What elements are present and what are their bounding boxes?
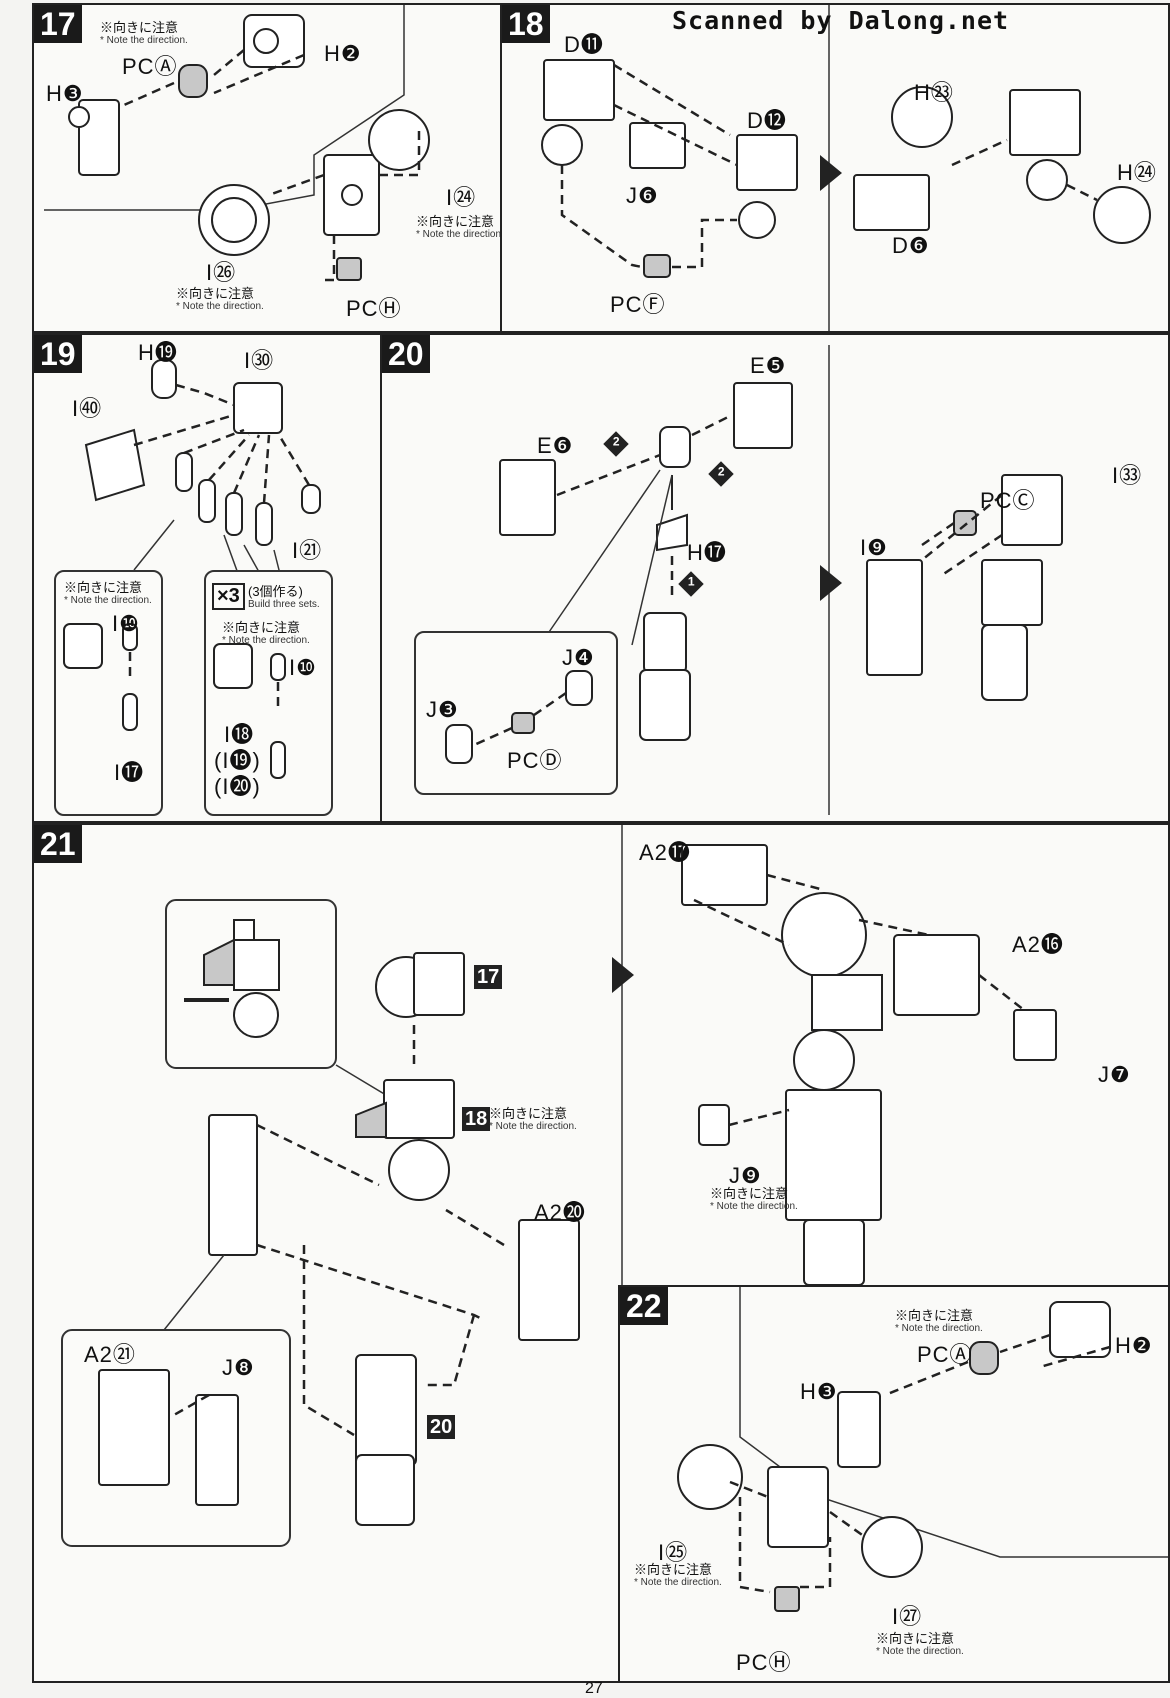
step-20-flow-arrow (820, 565, 842, 601)
label-pc-h-22: PCⒽ (736, 1650, 792, 1675)
label-j7: J❼ (1098, 1062, 1131, 1087)
step-17-note-2: ※向きに注意* Note the direction. (416, 214, 502, 240)
label-j9: J❾ (729, 1163, 762, 1188)
label-h24: H㉔ (1117, 160, 1157, 185)
label-i26: I㉖ (206, 260, 237, 285)
step-21-panel: 21 (32, 823, 1170, 1683)
label-h2-22: H❷ (1115, 1333, 1153, 1358)
step-19-note-2: ※向きに注意* Note the direction. (222, 620, 310, 646)
step-22-note-1: ※向きに注意* Note the direction. (895, 1308, 983, 1334)
step-19-detail-right (204, 570, 333, 816)
ref-step-17: 17 (474, 965, 503, 989)
step-20-diagram (499, 345, 1063, 815)
page-number: 27 (585, 1680, 603, 1697)
step-19-note-x3: (3個作る)Build three sets. (248, 584, 320, 610)
label-i40: I㊵ (72, 396, 103, 421)
step-19-note-1: ※向きに注意* Note the direction. (64, 580, 152, 606)
label-pc-f: PCⒻ (610, 292, 666, 317)
label-pc-h: PCⒽ (346, 296, 402, 321)
label-d6: D❻ (892, 233, 930, 258)
label-h19: H⓳ (138, 340, 178, 365)
step-17-note-3: ※向きに注意* Note the direction. (176, 286, 264, 312)
step-22-note-2: ※向きに注意* Note the direction. (634, 1562, 722, 1588)
label-i10-right: I❿ (289, 655, 317, 680)
label-i17: I⓱ (114, 760, 145, 785)
step-18-panel: 18 D⓫ D⓬ J❻ PCⒻ H㉓ H㉔ D❻ (500, 3, 1170, 333)
step-17-panel: 17 ※向きに注意* Note the direction. PCⒶ H❷ H❸… (32, 3, 502, 333)
step-22-note-3: ※向きに注意* Note the direction. (876, 1631, 964, 1657)
step-19-detail-left (54, 570, 163, 816)
label-i19: (I⓳) (214, 748, 261, 773)
label-h2: H❷ (324, 41, 362, 66)
step-17-note-1: ※向きに注意* Note the direction. (100, 20, 188, 46)
step-17-diagram (44, 5, 430, 282)
step-18-number: 18 (502, 5, 550, 43)
label-pc-d: PCⒹ (507, 748, 563, 773)
label-i30: I㉚ (244, 348, 275, 373)
label-a2-20: A2⓴ (534, 1200, 586, 1225)
label-a2-17: A2⓱ (639, 840, 691, 865)
label-pc-a-22: PCⒶ (917, 1342, 973, 1367)
label-j8: J❽ (222, 1355, 255, 1380)
label-j6: J❻ (626, 183, 659, 208)
label-h17: H⓱ (687, 540, 727, 565)
label-i10-left: I❿ (112, 611, 140, 636)
label-i25: I㉕ (658, 1540, 689, 1565)
label-d12: D⓬ (747, 108, 787, 133)
ref-step-20: 20 (427, 1415, 456, 1439)
label-a2-21: A2㉑ (84, 1342, 136, 1367)
label-e6: E❻ (537, 433, 574, 458)
step-18-diagram (541, 5, 1151, 331)
label-i20: (I⓴) (214, 774, 261, 799)
label-e5: E❺ (750, 353, 787, 378)
step-18-flow-arrow (820, 155, 842, 191)
scan-credit: Scanned by Dalong.net (672, 6, 1010, 35)
step-17-number: 17 (34, 5, 82, 43)
label-i18: I⓲ (224, 722, 255, 747)
step-21-note-18: ※向きに注意* Note the direction. (489, 1106, 577, 1132)
label-a2-16: A2⓰ (1012, 932, 1064, 957)
label-h3-22: H❸ (800, 1379, 838, 1404)
step-19-diagram (84, 359, 321, 591)
label-j4: J❹ (562, 645, 595, 670)
step-19-panel: 19 (32, 333, 382, 823)
label-j3: J❸ (426, 697, 459, 722)
step-21-number: 21 (34, 825, 82, 863)
label-h3: H❸ (46, 81, 84, 106)
label-i24: I㉔ (446, 185, 477, 210)
step-20-number: 20 (382, 335, 430, 373)
build-three-sets-badge: ×3 (212, 583, 245, 610)
label-pc-a: PCⒶ (122, 54, 178, 79)
step-22-panel: 22 ※向きに注意* Note the direction. PCⒶ H❷ H❸… (618, 1285, 1170, 1683)
label-pc-c: PCⒸ (980, 488, 1036, 513)
step-20-detail (414, 631, 618, 795)
step-22-diagram (677, 1287, 1168, 1612)
label-i9: I❾ (860, 535, 888, 560)
label-h23: H㉓ (914, 80, 954, 105)
label-i33: I㉝ (1112, 463, 1143, 488)
label-i21: I㉑ (292, 538, 323, 563)
label-i27: I㉗ (892, 1604, 923, 1629)
step-21-diagram (61, 825, 1057, 1547)
step-19-number: 19 (34, 335, 82, 373)
step-22-number: 22 (620, 1287, 668, 1325)
ref-step-18: 18 (462, 1107, 491, 1131)
step-20-panel: 20 (380, 333, 1170, 823)
step-21-flow-arrow (612, 957, 634, 993)
label-d11: D⓫ (564, 32, 604, 57)
step-21-note-j9: ※向きに注意* Note the direction. (710, 1186, 798, 1212)
